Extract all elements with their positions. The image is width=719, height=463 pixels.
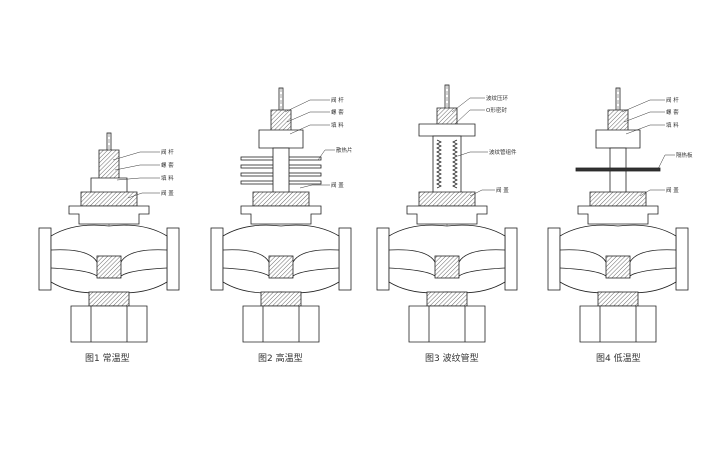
figure-2-label-bonnet: 阀 盖 [331, 181, 344, 189]
figure-3-caption: 图3 波纹管型 [425, 352, 479, 364]
figure-3-bellows-valve [376, 84, 518, 343]
figure-2-caption: 图2 高温型 [258, 352, 303, 364]
figure-2-label-nut: 螺 套 [331, 108, 344, 116]
figure-4-low-temp-valve [547, 87, 689, 343]
figure-1-label-bonnet: 阀 盖 [161, 189, 174, 197]
figure-1-label-stem: 阀 杆 [161, 148, 174, 156]
figure-4-label-nut: 螺 套 [666, 108, 679, 116]
figure-2-label-fins: 散热片 [336, 146, 353, 154]
figure-2-high-temp-valve [210, 87, 352, 343]
figure-1-label-nut: 螺 套 [161, 161, 174, 169]
figure-1-normal-temp-valve [38, 132, 180, 343]
figure-4-label-stem: 阀 杆 [666, 96, 679, 104]
figure-1-caption: 图1 常温型 [85, 352, 130, 364]
figure-4-label-bonnet: 阀 盖 [666, 186, 679, 194]
figure-3-label-bonnet: 阀 盖 [496, 186, 509, 194]
figure-4-caption: 图4 低温型 [596, 352, 641, 364]
figure-3-label-bellows: 波纹管组件 [489, 148, 517, 156]
figure-3-label-ring: 波纹压环 [486, 94, 509, 102]
figure-1-label-packing: 填 料 [161, 174, 174, 182]
figure-2-label-packing: 填 料 [331, 121, 344, 129]
figure-4-label-plate: 隔热板 [676, 151, 693, 159]
figure-2-label-stem: 阀 杆 [331, 96, 344, 104]
figure-3-label-seal: O形密封 [486, 106, 507, 114]
figure-4-label-packing: 填 料 [666, 121, 679, 129]
